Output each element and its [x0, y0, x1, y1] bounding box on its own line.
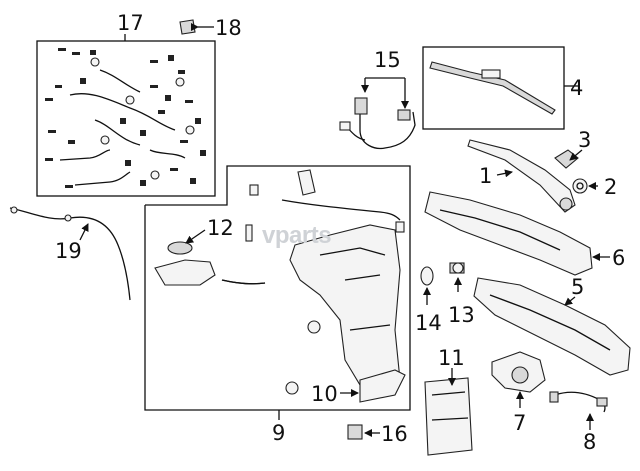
callout-13: 13: [448, 303, 475, 327]
callout-4: 4: [570, 76, 583, 100]
watermark-text: vparts: [262, 222, 331, 249]
part-2-nut: [572, 178, 598, 194]
part-13-washer-pump: [449, 262, 465, 292]
part-1-wiper-arm: [467, 139, 576, 213]
callout-15: 15: [374, 48, 401, 72]
part-18-cap: [179, 19, 214, 35]
part-3-cover-cap: [554, 149, 583, 169]
callout-9: 9: [272, 421, 285, 445]
washer-reservoir-box: [144, 165, 411, 420]
part-16-connector: [347, 424, 380, 440]
part-11-control-module: [424, 368, 473, 456]
part-7-wiper-motor: [491, 351, 546, 408]
part-15-wire-harness: [339, 77, 416, 150]
callout-7: 7: [513, 411, 526, 435]
callout-1: 1: [479, 164, 492, 188]
callout-8: 8: [583, 430, 596, 454]
callout-5: 5: [571, 275, 584, 299]
callout-labels: 17 18 15 4 3 1 2 6 5 12 19 14 13 11 10 7…: [55, 11, 625, 454]
callout-16: 16: [381, 422, 408, 446]
callout-6: 6: [612, 246, 625, 270]
part-5-cowl-lower: [473, 277, 631, 376]
hose-clip-kit-box: [36, 34, 216, 197]
callout-10: 10: [311, 382, 338, 406]
callout-17: 17: [117, 11, 144, 35]
part-4-wiper-blade: [422, 46, 580, 130]
part-19-washer-hose: [9, 206, 131, 301]
part-14-grommet: [420, 266, 434, 305]
callout-3: 3: [578, 128, 591, 152]
callout-11: 11: [438, 346, 465, 370]
callout-18: 18: [215, 16, 242, 40]
callout-19: 19: [55, 239, 82, 263]
callout-14: 14: [415, 311, 442, 335]
callout-2: 2: [604, 175, 617, 199]
part-8-sensor-harness: [549, 391, 608, 430]
callout-12: 12: [207, 216, 234, 240]
part-6-cowl-panel: [424, 191, 610, 276]
